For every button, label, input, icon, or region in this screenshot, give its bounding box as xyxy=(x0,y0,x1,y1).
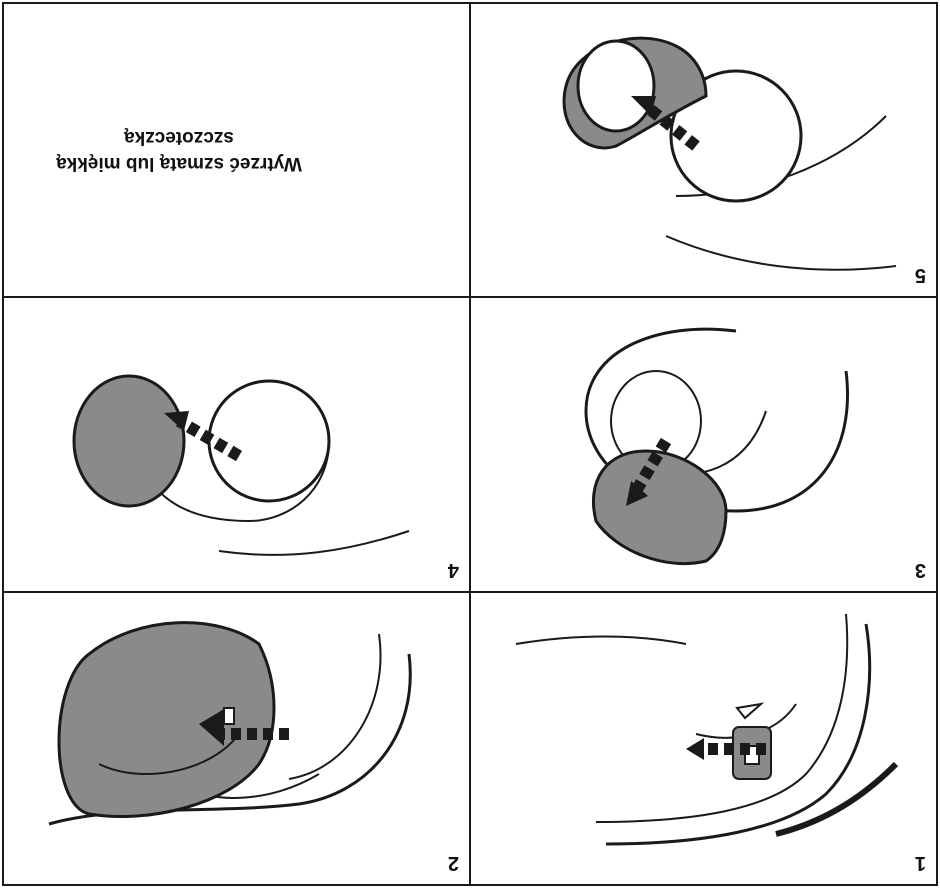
step-4-panel: 4 xyxy=(4,298,469,591)
step-5-panel: 5 xyxy=(471,4,936,296)
step-5-illustration xyxy=(471,4,936,296)
step-2-illustration xyxy=(4,593,469,884)
note-panel: Wytrzeć szmatą lub miękką szczoteczką xyxy=(4,4,469,296)
step-3-illustration xyxy=(471,298,936,591)
step-4-illustration xyxy=(4,298,469,591)
cleaning-instruction: Wytrzeć szmatą lub miękką szczoteczką xyxy=(14,124,344,176)
step-1-panel: 1 xyxy=(471,593,936,884)
step-2-panel: 2 xyxy=(4,593,469,884)
step-1-illustration xyxy=(471,593,936,884)
step-3-panel: 3 xyxy=(471,298,936,591)
